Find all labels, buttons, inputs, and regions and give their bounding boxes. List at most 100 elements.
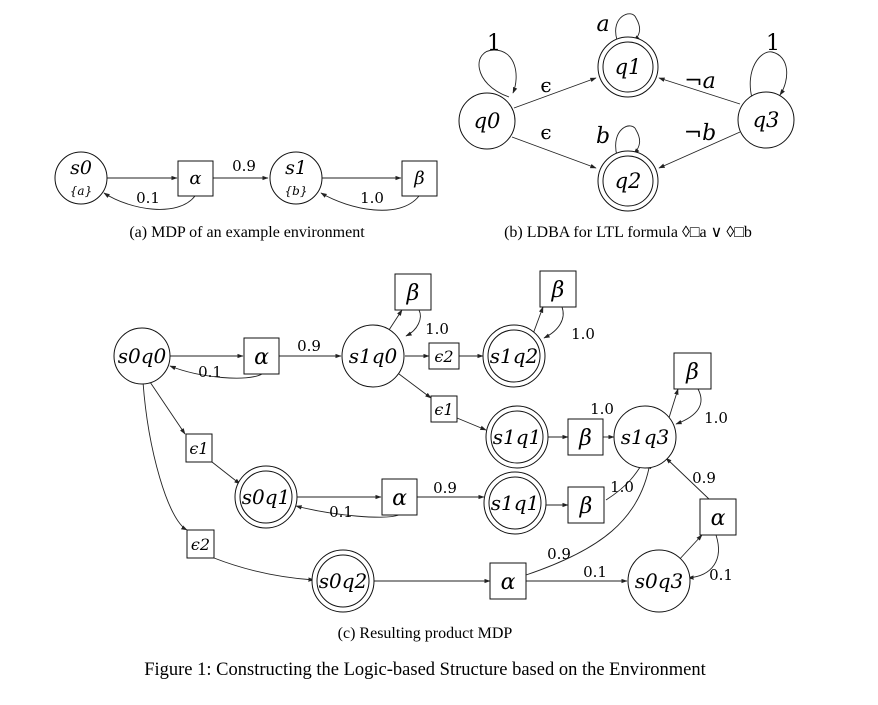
action-a2 — [381, 478, 418, 516]
edge-a4-s0q3 — [687, 534, 719, 580]
state-s0 — [54, 151, 108, 205]
action-b2 — [539, 270, 577, 308]
label-b3-s1q3: 1.0 — [590, 400, 614, 418]
state-s1q2-label: s1q2 — [490, 344, 539, 368]
panel-b-caption: (b) LDBA for LTL formula ◊□a ∨ ◊□b — [504, 224, 752, 241]
label-a2-s0q1: 0.1 — [329, 503, 353, 521]
label-loop-q3: 1 — [766, 31, 780, 56]
action-b2-label: β — [551, 278, 565, 303]
state-q3 — [737, 91, 795, 149]
edge-b1-s1q0 — [405, 309, 421, 337]
edge-s1q2-b2 — [532, 306, 544, 335]
action-a4-label: α — [711, 506, 726, 531]
action-b4 — [673, 352, 712, 390]
panel-c-caption: (c) Resulting product MDP — [338, 625, 513, 642]
action-beta — [401, 160, 438, 197]
state-s0q3 — [627, 549, 691, 613]
panel-a: s0 {a} s1 {b} α β 0.9 0.1 1.0 (a) MDP of… — [54, 151, 438, 241]
label-a4-s0q3: 0.1 — [709, 566, 733, 584]
edge-q0-q1 — [513, 77, 597, 109]
state-q1-accepting-ring — [602, 41, 654, 93]
state-s1q3 — [613, 405, 677, 469]
action-e3 — [428, 342, 460, 370]
state-s1q0 — [341, 324, 405, 388]
label-q0-q2: ϵ — [540, 120, 551, 144]
label-b5-s1q3: 1.0 — [610, 478, 634, 496]
state-s0-props: {a} — [70, 184, 92, 198]
edge-beta-s1 — [320, 192, 420, 211]
state-s1q1-upper — [485, 405, 549, 469]
state-s1q1-lower-accepting-ring — [488, 476, 542, 530]
loop-q2 — [615, 125, 641, 157]
edge-a3-s1q3 — [525, 462, 652, 576]
label-a1-s0q0: 0.1 — [198, 363, 222, 381]
action-e2 — [186, 529, 215, 559]
state-s1q1-upper-label: s1q1 — [493, 425, 542, 449]
action-b3-label: β — [578, 426, 592, 451]
state-s1q1-lower — [483, 471, 547, 535]
action-a4 — [699, 498, 737, 536]
state-s1-props: {b} — [285, 184, 308, 198]
state-q1-label: q1 — [615, 55, 642, 79]
label-a2-s1q1: 0.9 — [433, 479, 457, 497]
loop-q3 — [749, 51, 788, 99]
label-a1-s1q0: 0.9 — [297, 337, 321, 355]
state-s1q3-label: s1q3 — [621, 425, 670, 449]
label-loop-q0: 1 — [487, 31, 501, 56]
state-q2-label: q2 — [615, 169, 642, 193]
label-b4-s1q3: 1.0 — [704, 409, 728, 427]
edge-label-0-9: 0.9 — [232, 157, 256, 175]
action-b5 — [567, 486, 605, 524]
action-b1 — [394, 273, 432, 311]
state-s0q1-label: s0q1 — [242, 485, 291, 509]
label-a3-s1q3: 0.9 — [547, 545, 571, 563]
label-q0-q1: ϵ — [540, 73, 551, 97]
state-s1q2 — [482, 324, 546, 388]
action-beta-label: β — [413, 168, 424, 189]
action-a3 — [489, 562, 527, 600]
label-loop-q2: b — [596, 124, 610, 149]
edge-a1-s0q0 — [169, 365, 263, 379]
state-s0q2-accepting-ring — [316, 554, 370, 608]
state-s0q2 — [311, 549, 375, 613]
edge-alpha-s0 — [103, 192, 196, 210]
action-e3-label: ϵ2 — [434, 347, 453, 366]
label-b1-s1q0: 1.0 — [425, 320, 449, 338]
action-alpha — [177, 160, 214, 197]
edge-s1q0-b1 — [388, 309, 403, 331]
action-b1-label: β — [406, 281, 420, 306]
state-s1q0-label: s1q0 — [349, 344, 398, 368]
action-a1 — [243, 337, 280, 375]
state-s0q0-label: s0q0 — [118, 344, 167, 368]
state-q3-label: q3 — [753, 108, 780, 132]
state-s1q1-lower-label: s1q1 — [491, 491, 540, 515]
edge-q0-q2 — [511, 136, 597, 169]
state-s0q3-label: s0q3 — [635, 569, 684, 593]
edge-q3-q1 — [658, 77, 741, 105]
edge-s0q0-e2 — [142, 381, 188, 531]
edge-e1-s0q1 — [211, 461, 241, 485]
state-q2 — [597, 150, 659, 212]
panel-a-caption: (a) MDP of an example environment — [129, 224, 365, 241]
state-s0-label: s0 — [70, 157, 92, 179]
label-q3-q1: ¬a — [684, 69, 716, 94]
edge-s1q0-e1 — [394, 370, 432, 399]
edge-label-0-1: 0.1 — [136, 189, 160, 207]
action-e1 — [185, 433, 213, 463]
action-alpha-label: α — [189, 168, 201, 189]
action-b3 — [567, 418, 604, 456]
state-q0 — [458, 92, 516, 150]
state-s0q0 — [113, 327, 171, 385]
panel-c: s0q0 s1q0 s1q2 s1q1 s1q3 s0q1 s1q1 s0q2 … — [113, 270, 737, 642]
state-s0q1-accepting-ring — [239, 470, 293, 524]
edge-s0q0-e1 — [149, 381, 186, 435]
state-s1 — [269, 151, 323, 205]
state-s1q1-upper-accepting-ring — [490, 410, 544, 464]
action-a2-label: α — [392, 486, 407, 511]
edge-s1q3-b4 — [667, 388, 679, 422]
edge-e2-s0q2 — [213, 557, 315, 582]
label-b2-s1q2: 1.0 — [571, 325, 595, 343]
action-b5-label: β — [579, 494, 593, 519]
edge-a2-s0q1 — [295, 505, 400, 518]
